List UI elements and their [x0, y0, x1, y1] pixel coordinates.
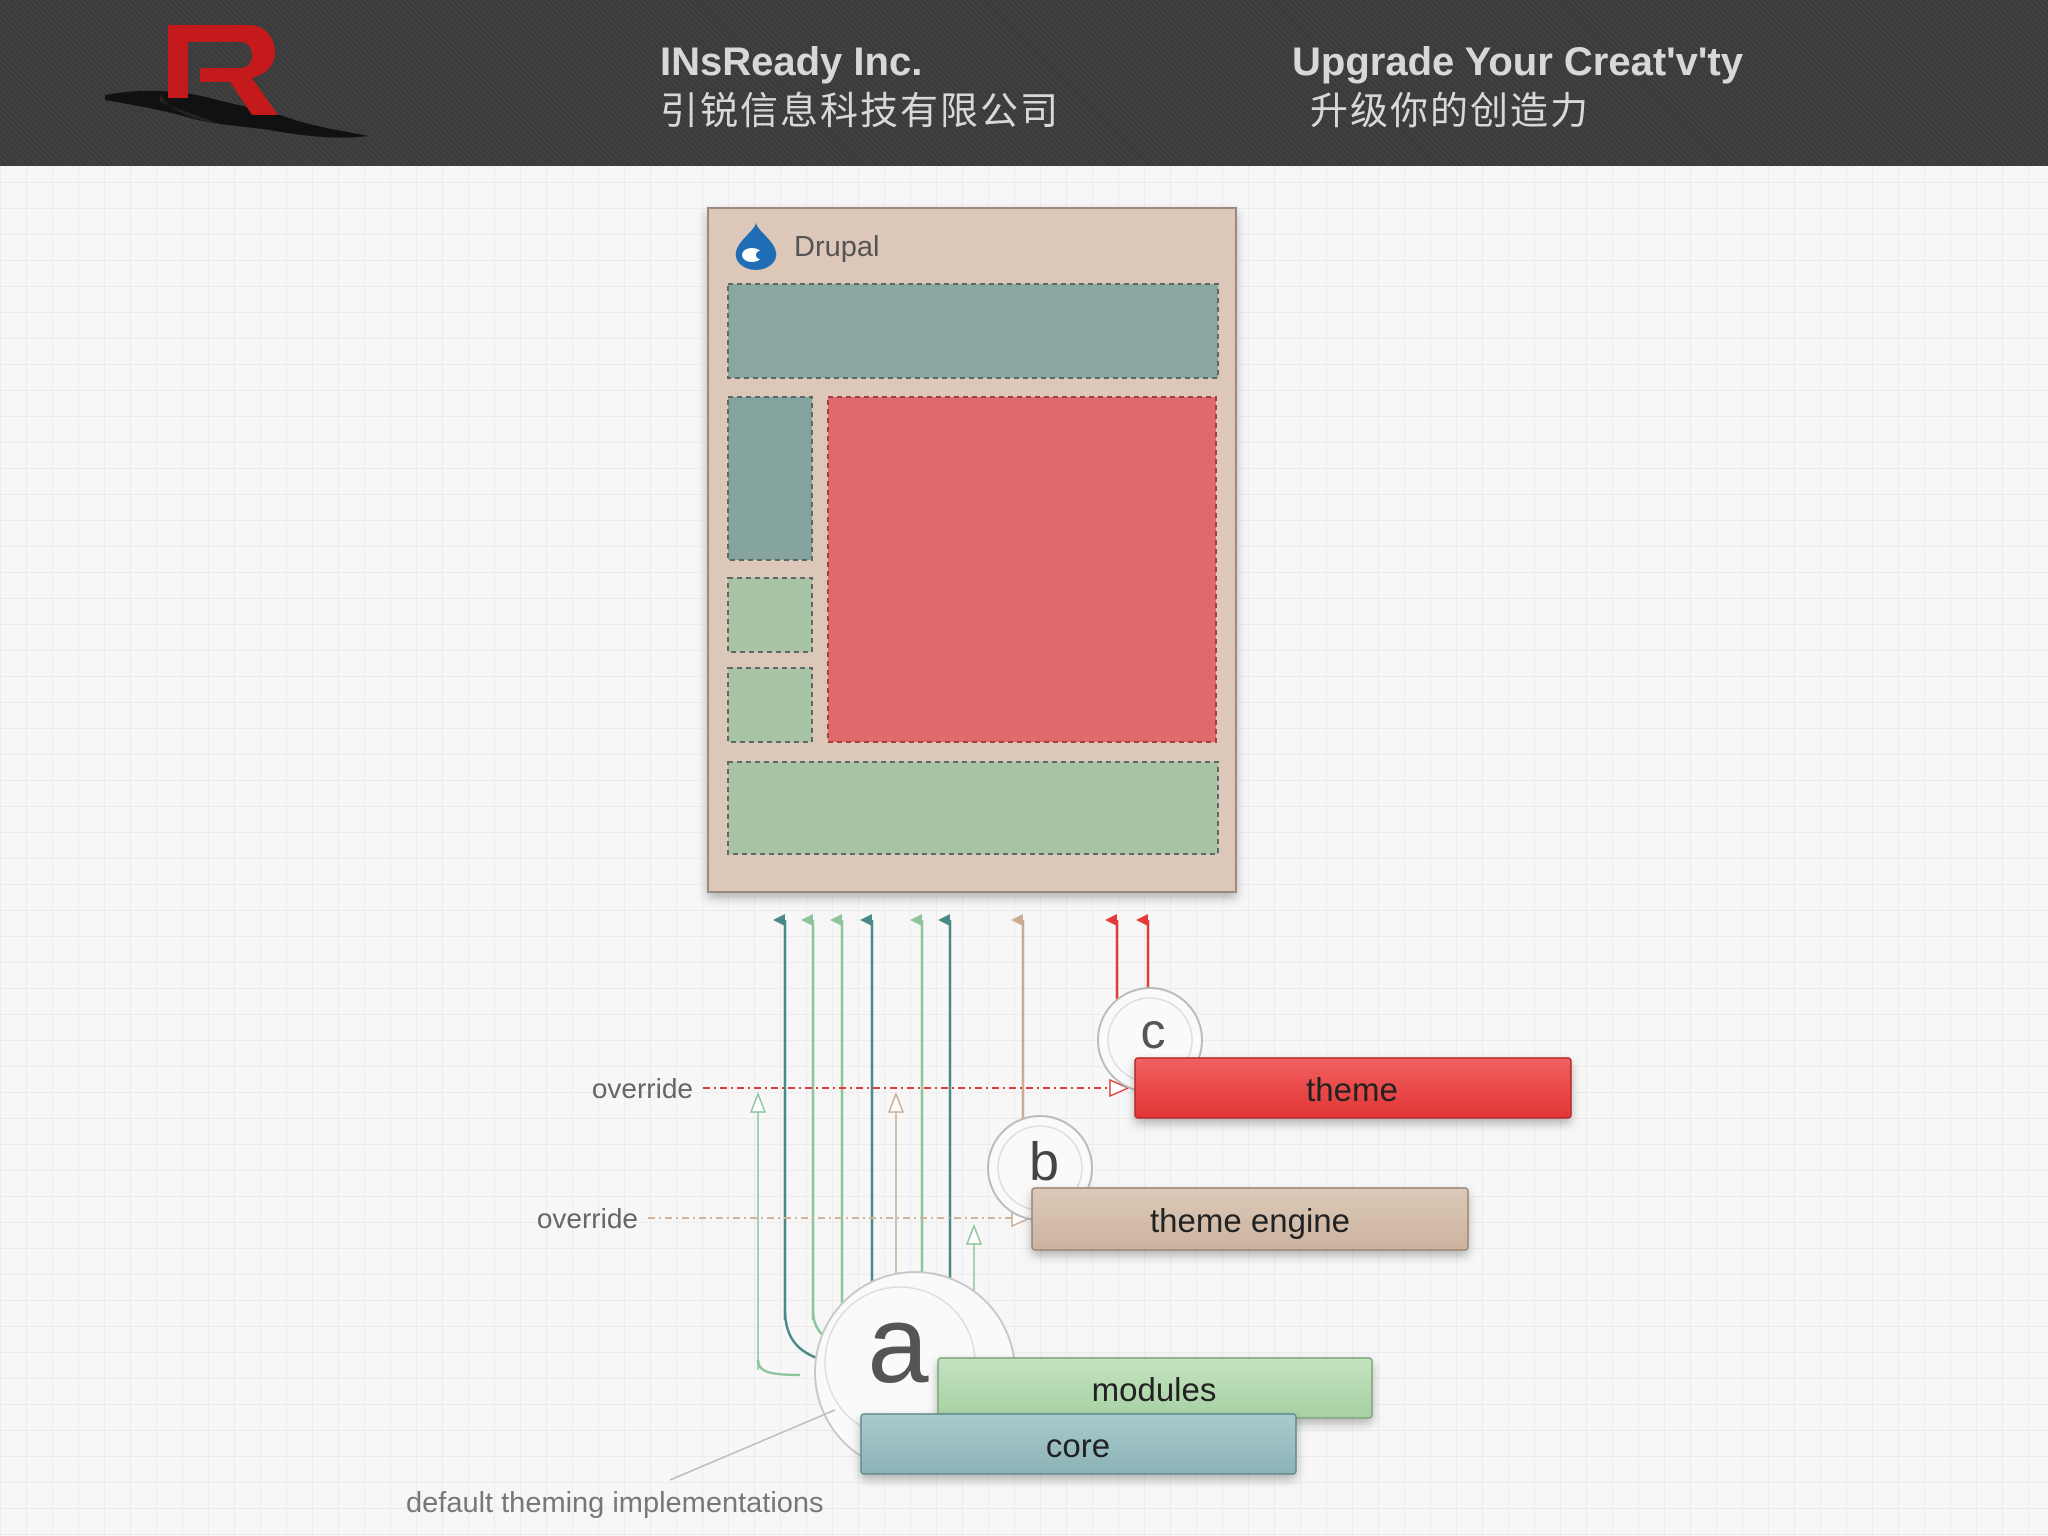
layer-modules-core: modules core a	[814, 1271, 1373, 1475]
slide-header: INsReady Inc. 引锐信息科技有限公司 Upgrade Your Cr…	[0, 0, 2048, 166]
override-label-bottom: override	[537, 1203, 638, 1234]
theme-engine-bar	[1031, 1187, 1469, 1251]
default-theming-label: default theming implementations	[406, 1487, 824, 1519]
slogan-block: Upgrade Your Creat'v'ty 升级你的创造力	[1292, 38, 1743, 136]
company-name-cn: 引锐信息科技有限公司	[660, 89, 1061, 133]
slogan-en: Upgrade Your Creat'v'ty	[1292, 40, 1743, 84]
badge-a-letter: a	[867, 1283, 929, 1406]
slogan-cn: 升级你的创造力	[1310, 89, 1591, 133]
region-sidebar-bottom	[727, 667, 813, 743]
core-bar	[860, 1413, 1297, 1475]
drupal-drop-icon	[735, 222, 777, 270]
company-name-en: INsReady Inc.	[660, 40, 923, 84]
layer-theme: c theme	[1097, 987, 1572, 1119]
override-label-top: override	[592, 1073, 693, 1104]
badge-c-letter: c	[1141, 1003, 1166, 1059]
theme-engine-label: theme engine	[1150, 1202, 1350, 1239]
badge-b-letter: b	[1029, 1132, 1059, 1192]
default-theming-pointer	[669, 1409, 836, 1481]
company-block: INsReady Inc. 引锐信息科技有限公司	[660, 38, 1060, 136]
region-header	[727, 283, 1219, 379]
drupal-page-mockup: Drupal	[707, 207, 1237, 893]
insready-logo	[105, 25, 368, 138]
layer-theme-engine: b theme engine	[987, 1115, 1469, 1251]
modules-label: modules	[1092, 1371, 1217, 1408]
region-sidebar-top	[727, 396, 813, 561]
region-content	[827, 396, 1217, 743]
theme-bar	[1134, 1057, 1572, 1119]
region-footer	[727, 761, 1219, 855]
core-label: core	[1046, 1427, 1110, 1464]
drupal-label: Drupal	[794, 231, 879, 263]
region-sidebar-middle	[727, 577, 813, 653]
theme-label: theme	[1306, 1071, 1398, 1108]
up-arrows	[773, 914, 1150, 1320]
override-hollow-arrows	[749, 1091, 983, 1370]
